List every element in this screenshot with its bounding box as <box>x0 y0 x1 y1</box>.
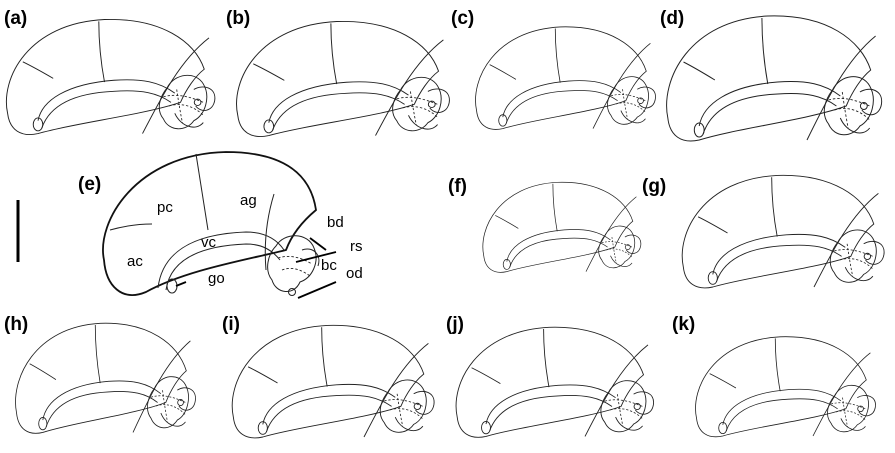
label-pc: pc <box>157 199 173 216</box>
panel-j: (j) <box>446 314 655 438</box>
organ-drawing-b <box>236 20 450 138</box>
panel-g: (g) <box>642 174 885 289</box>
panel-label-j: (j) <box>446 314 464 335</box>
panel-h: (h) <box>4 314 196 434</box>
panel-label-e: (e) <box>78 174 101 195</box>
panel-label-h: (h) <box>4 314 28 335</box>
panel-c: (c) <box>451 8 656 130</box>
panel-label-k: (k) <box>672 314 695 335</box>
panel-label-i: (i) <box>222 314 240 335</box>
leader-bd <box>309 237 327 251</box>
panel-b: (b) <box>226 8 450 138</box>
organ-drawing-i <box>231 324 435 439</box>
label-vc: vc <box>201 234 217 251</box>
label-bc: bc <box>321 257 337 274</box>
organ-drawing-g <box>681 174 885 289</box>
organ-drawing-h <box>15 322 196 434</box>
organ-drawing-f <box>482 181 642 273</box>
organ-drawing-d <box>666 15 883 142</box>
organ-drawing-j <box>455 326 655 438</box>
organ-drawing-k <box>695 336 876 438</box>
label-bd: bd <box>327 214 344 231</box>
organ-drawing-a <box>5 18 216 136</box>
label-od: od <box>346 265 363 282</box>
panel-e: (e) pc ag ac vc go bd rs bc od <box>78 151 363 299</box>
panel-label-f: (f) <box>448 176 467 197</box>
panel-d: (d) <box>660 8 883 142</box>
panel-a: (a) <box>4 8 216 136</box>
leader-od <box>297 281 337 299</box>
panel-label-d: (d) <box>660 8 684 29</box>
label-ag: ag <box>240 192 257 209</box>
leader-rs <box>295 251 337 263</box>
panel-label-g: (g) <box>642 176 666 197</box>
panel-i: (i) <box>222 314 435 439</box>
label-ac: ac <box>127 253 143 270</box>
panel-f: (f) <box>448 176 642 273</box>
organ-outline-e <box>102 151 317 296</box>
label-rs: rs <box>350 238 363 255</box>
panel-label-b: (b) <box>226 8 250 29</box>
panel-k: (k) <box>672 314 876 438</box>
leader-go <box>175 281 187 287</box>
label-go: go <box>208 270 225 287</box>
panel-label-c: (c) <box>451 8 474 29</box>
organ-drawing-c <box>475 26 656 130</box>
panel-label-a: (a) <box>4 8 27 29</box>
